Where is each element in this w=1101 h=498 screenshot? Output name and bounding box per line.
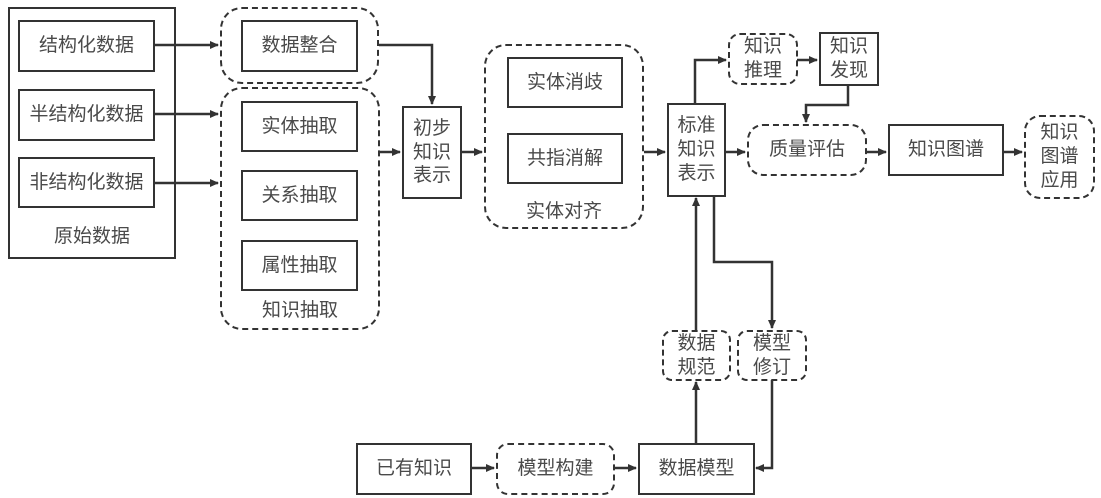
edge-standard-to-reasoning (693, 56, 727, 103)
edge-revision-to-datamodel (755, 380, 774, 472)
model-building-node: 模型构建 (496, 443, 615, 495)
edge-standard-to-revision (712, 196, 776, 329)
data-specification-node: 数据 规范 (662, 330, 731, 381)
data-integration-node: 数据整合 (241, 20, 358, 72)
entity-alignment-label: 实体对齐 (525, 200, 602, 222)
knowledge-discovery-node: 知识 发现 (819, 32, 879, 86)
edge-integration-to-preliminary (379, 43, 436, 105)
entity-alignment-group: 实体对齐 (484, 44, 644, 229)
entity-extraction-node: 实体抽取 (241, 101, 358, 152)
model-revision-node: 模型 修订 (737, 330, 807, 381)
structured-data-node: 结构化数据 (18, 20, 155, 72)
existing-knowledge-node: 已有知识 (356, 443, 472, 495)
coreference-resolution-node: 共指消解 (507, 133, 623, 184)
data-integration-group (220, 7, 379, 84)
knowledge-reasoning-node: 知识 推理 (728, 33, 798, 85)
data-model-node: 数据模型 (638, 443, 755, 495)
standard-knowledge-representation-node: 标准 知识 表示 (667, 103, 726, 197)
unstructured-data-node: 非结构化数据 (18, 157, 155, 208)
relation-extraction-node: 关系抽取 (241, 170, 358, 221)
knowledge-graph-node: 知识图谱 (888, 124, 1004, 176)
raw-data-label: 原始数据 (53, 225, 130, 247)
knowledge-extraction-label: 知识抽取 (261, 299, 338, 321)
attribute-extraction-node: 属性抽取 (241, 240, 358, 291)
preliminary-knowledge-representation-node: 初步 知识 表示 (402, 106, 462, 199)
knowledge-graph-application-node: 知识 图谱 应用 (1024, 115, 1095, 199)
quality-assessment-node: 质量评估 (747, 124, 867, 176)
raw-data-group: 原始数据 (8, 7, 176, 259)
edge-discovery-to-quality (802, 85, 850, 123)
semi-structured-data-node: 半结构化数据 (18, 89, 155, 141)
knowledge-extraction-group: 知识抽取 (220, 87, 380, 330)
entity-disambiguation-node: 实体消歧 (507, 57, 623, 108)
